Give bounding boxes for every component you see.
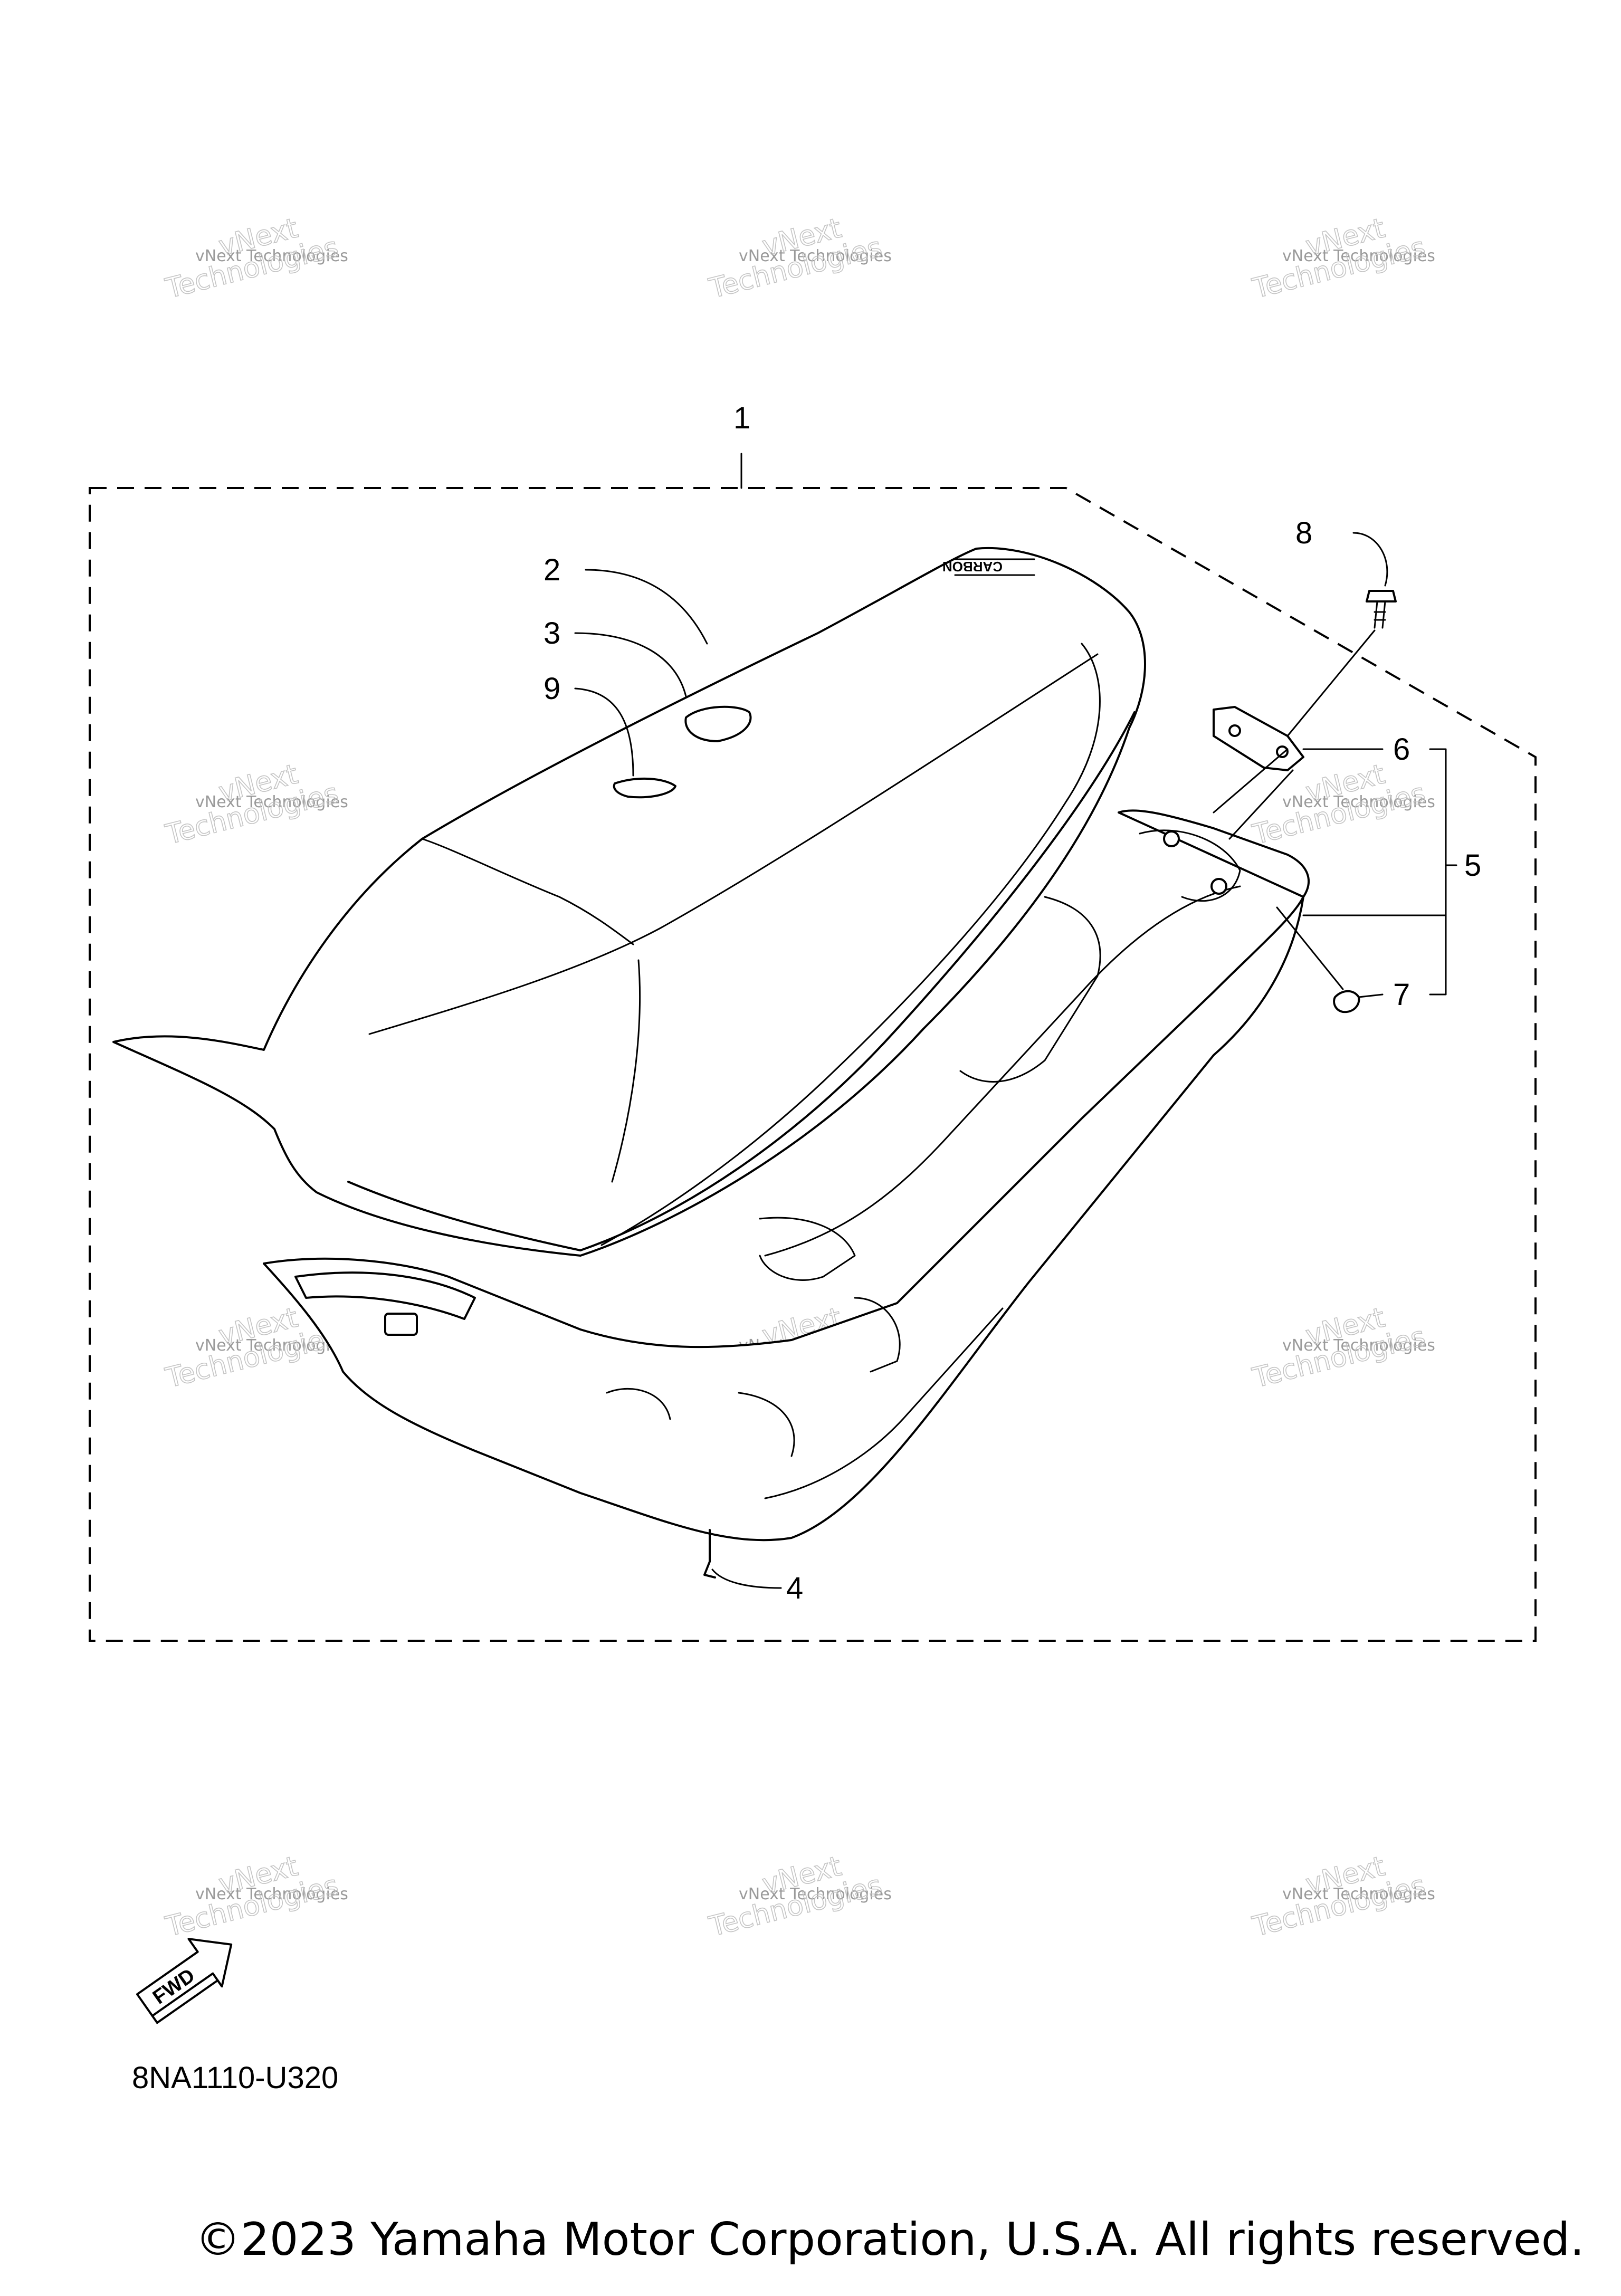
shell-groove-3 — [854, 1297, 901, 1373]
seat-print-label: CARBON — [942, 559, 1003, 575]
seat-base-shell — [263, 809, 1310, 1542]
leader-9 — [574, 687, 634, 777]
callout-labels: 1 2 3 9 4 8 6 5 7 — [543, 401, 1481, 1605]
leader-7 — [1358, 993, 1384, 998]
seat-piping-line — [600, 643, 1101, 1246]
watermark-small: vNext Technologies — [1282, 793, 1435, 811]
fwd-arrow-depth — [151, 1978, 223, 2024]
watermark-small: vNext Technologies — [195, 793, 348, 811]
part-8-screw-shank — [1374, 600, 1386, 629]
watermark-small: vNext Technologies — [195, 247, 348, 265]
copyright-notice: ©2023 Yamaha Motor Corporation, U.S.A. A… — [195, 2213, 1585, 2266]
assembly-boundary — [89, 487, 1537, 1642]
shell-front-lip — [764, 1307, 1004, 1499]
leader-6-diag — [1213, 748, 1289, 814]
leader-3 — [574, 632, 687, 697]
part-9-pad — [613, 777, 676, 799]
part-6-hole — [1276, 745, 1289, 758]
rear-fastener-hole-1 — [1163, 830, 1180, 847]
seat-print-lines — [954, 558, 1035, 576]
part-6-hole — [1228, 724, 1241, 737]
callout-6: 6 — [1393, 732, 1410, 767]
watermark-small: vNext Technologies — [195, 1336, 348, 1355]
strap-buckle — [384, 1313, 418, 1336]
seat-cushion — [112, 547, 1146, 1257]
watermark-small: vNext Technologies — [1282, 1885, 1435, 1903]
leader-6-down — [1228, 769, 1294, 840]
leader-8-to-bracket — [1286, 629, 1376, 737]
watermark-small: vNext Technologies — [195, 1885, 348, 1903]
seat-assembly: CARBON — [112, 547, 1310, 1542]
watermark-small: vNext Technologies — [739, 1885, 892, 1903]
leader-5-bracket — [1302, 748, 1457, 996]
seat-side-panel — [347, 711, 1136, 1251]
shell-ribs — [606, 1388, 795, 1457]
callout-1: 1 — [733, 401, 750, 435]
callout-7: 7 — [1393, 978, 1410, 1012]
seat-top-ridge — [368, 653, 1099, 1035]
fwd-arrow: FWD — [136, 1938, 233, 2024]
callout-5: 5 — [1464, 848, 1481, 883]
shell-groove-2 — [759, 1217, 856, 1281]
shell-groove-1 — [959, 896, 1101, 1083]
seat-strap — [294, 1271, 476, 1320]
seat-center-seam — [611, 959, 641, 1183]
part-3-pad — [684, 705, 752, 742]
watermark-small: vNext Technologies — [1282, 1336, 1435, 1355]
leader-8 — [1352, 532, 1388, 587]
shell-inner-contour — [764, 885, 1241, 1257]
rear-fastener-hole-2 — [1210, 878, 1227, 895]
watermark-small: vNext Technologies — [1282, 247, 1435, 265]
callout-4: 4 — [786, 1571, 803, 1605]
part-4-clip — [703, 1529, 716, 1578]
leader-lines — [574, 453, 1457, 1589]
part-code: 8NA1110-U320 — [132, 2061, 339, 2095]
part-8-screw — [1366, 590, 1397, 602]
callout-2: 2 — [543, 553, 560, 587]
leader-4 — [711, 1568, 782, 1589]
callout-8: 8 — [1295, 516, 1312, 550]
part-7-nut — [1333, 990, 1360, 1013]
watermark-small: vNext Technologies — [739, 247, 892, 265]
seat-rear-curve — [421, 838, 634, 945]
leader-2 — [585, 569, 708, 645]
part-6-bracket — [1213, 706, 1304, 771]
callout-9: 9 — [543, 672, 560, 706]
leader-7-up — [1276, 906, 1344, 990]
callout-3: 3 — [543, 616, 560, 650]
fwd-arrow-shape — [136, 1938, 233, 2017]
